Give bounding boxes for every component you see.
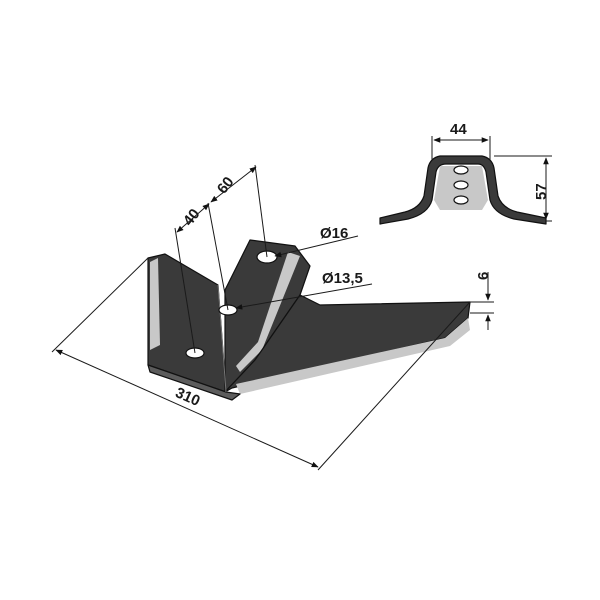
profile-hole-2 <box>453 180 469 190</box>
height-label: 57 <box>533 183 550 200</box>
spacing-dim-40 <box>176 203 210 233</box>
profile-hole-3 <box>453 195 469 205</box>
ext-line-hole-top <box>254 164 268 258</box>
ext-line-hole-bottom <box>174 227 196 354</box>
ext-line-left <box>51 257 149 353</box>
width-label: 44 <box>450 121 467 138</box>
length-dim-line <box>55 349 319 468</box>
dim-hole-diameters: Ø16 Ø13,5 <box>235 225 373 310</box>
left-wing-bevel <box>150 258 160 350</box>
profile-view: 44 57 <box>379 121 552 225</box>
profile-section <box>379 155 547 225</box>
d13-label: Ø13,5 <box>322 270 363 287</box>
dim-thickness: 6 <box>470 272 494 330</box>
leader-d13 <box>235 283 373 310</box>
ext-line-hole-middle <box>207 202 229 311</box>
d16-label: Ø16 <box>320 225 348 242</box>
spacing-dim-60 <box>210 166 257 203</box>
spacing-label-60: 60 <box>214 174 238 198</box>
leader-d16 <box>274 235 359 258</box>
thickness-label: 6 <box>475 272 492 280</box>
dim-hole-spacing: 40 60 <box>174 164 268 354</box>
plate-ridge-bevel <box>236 252 300 372</box>
profile-hole-1 <box>453 165 469 175</box>
spacing-label-40: 40 <box>180 206 204 230</box>
ext-line-right <box>317 301 471 471</box>
share-blade <box>147 239 471 401</box>
